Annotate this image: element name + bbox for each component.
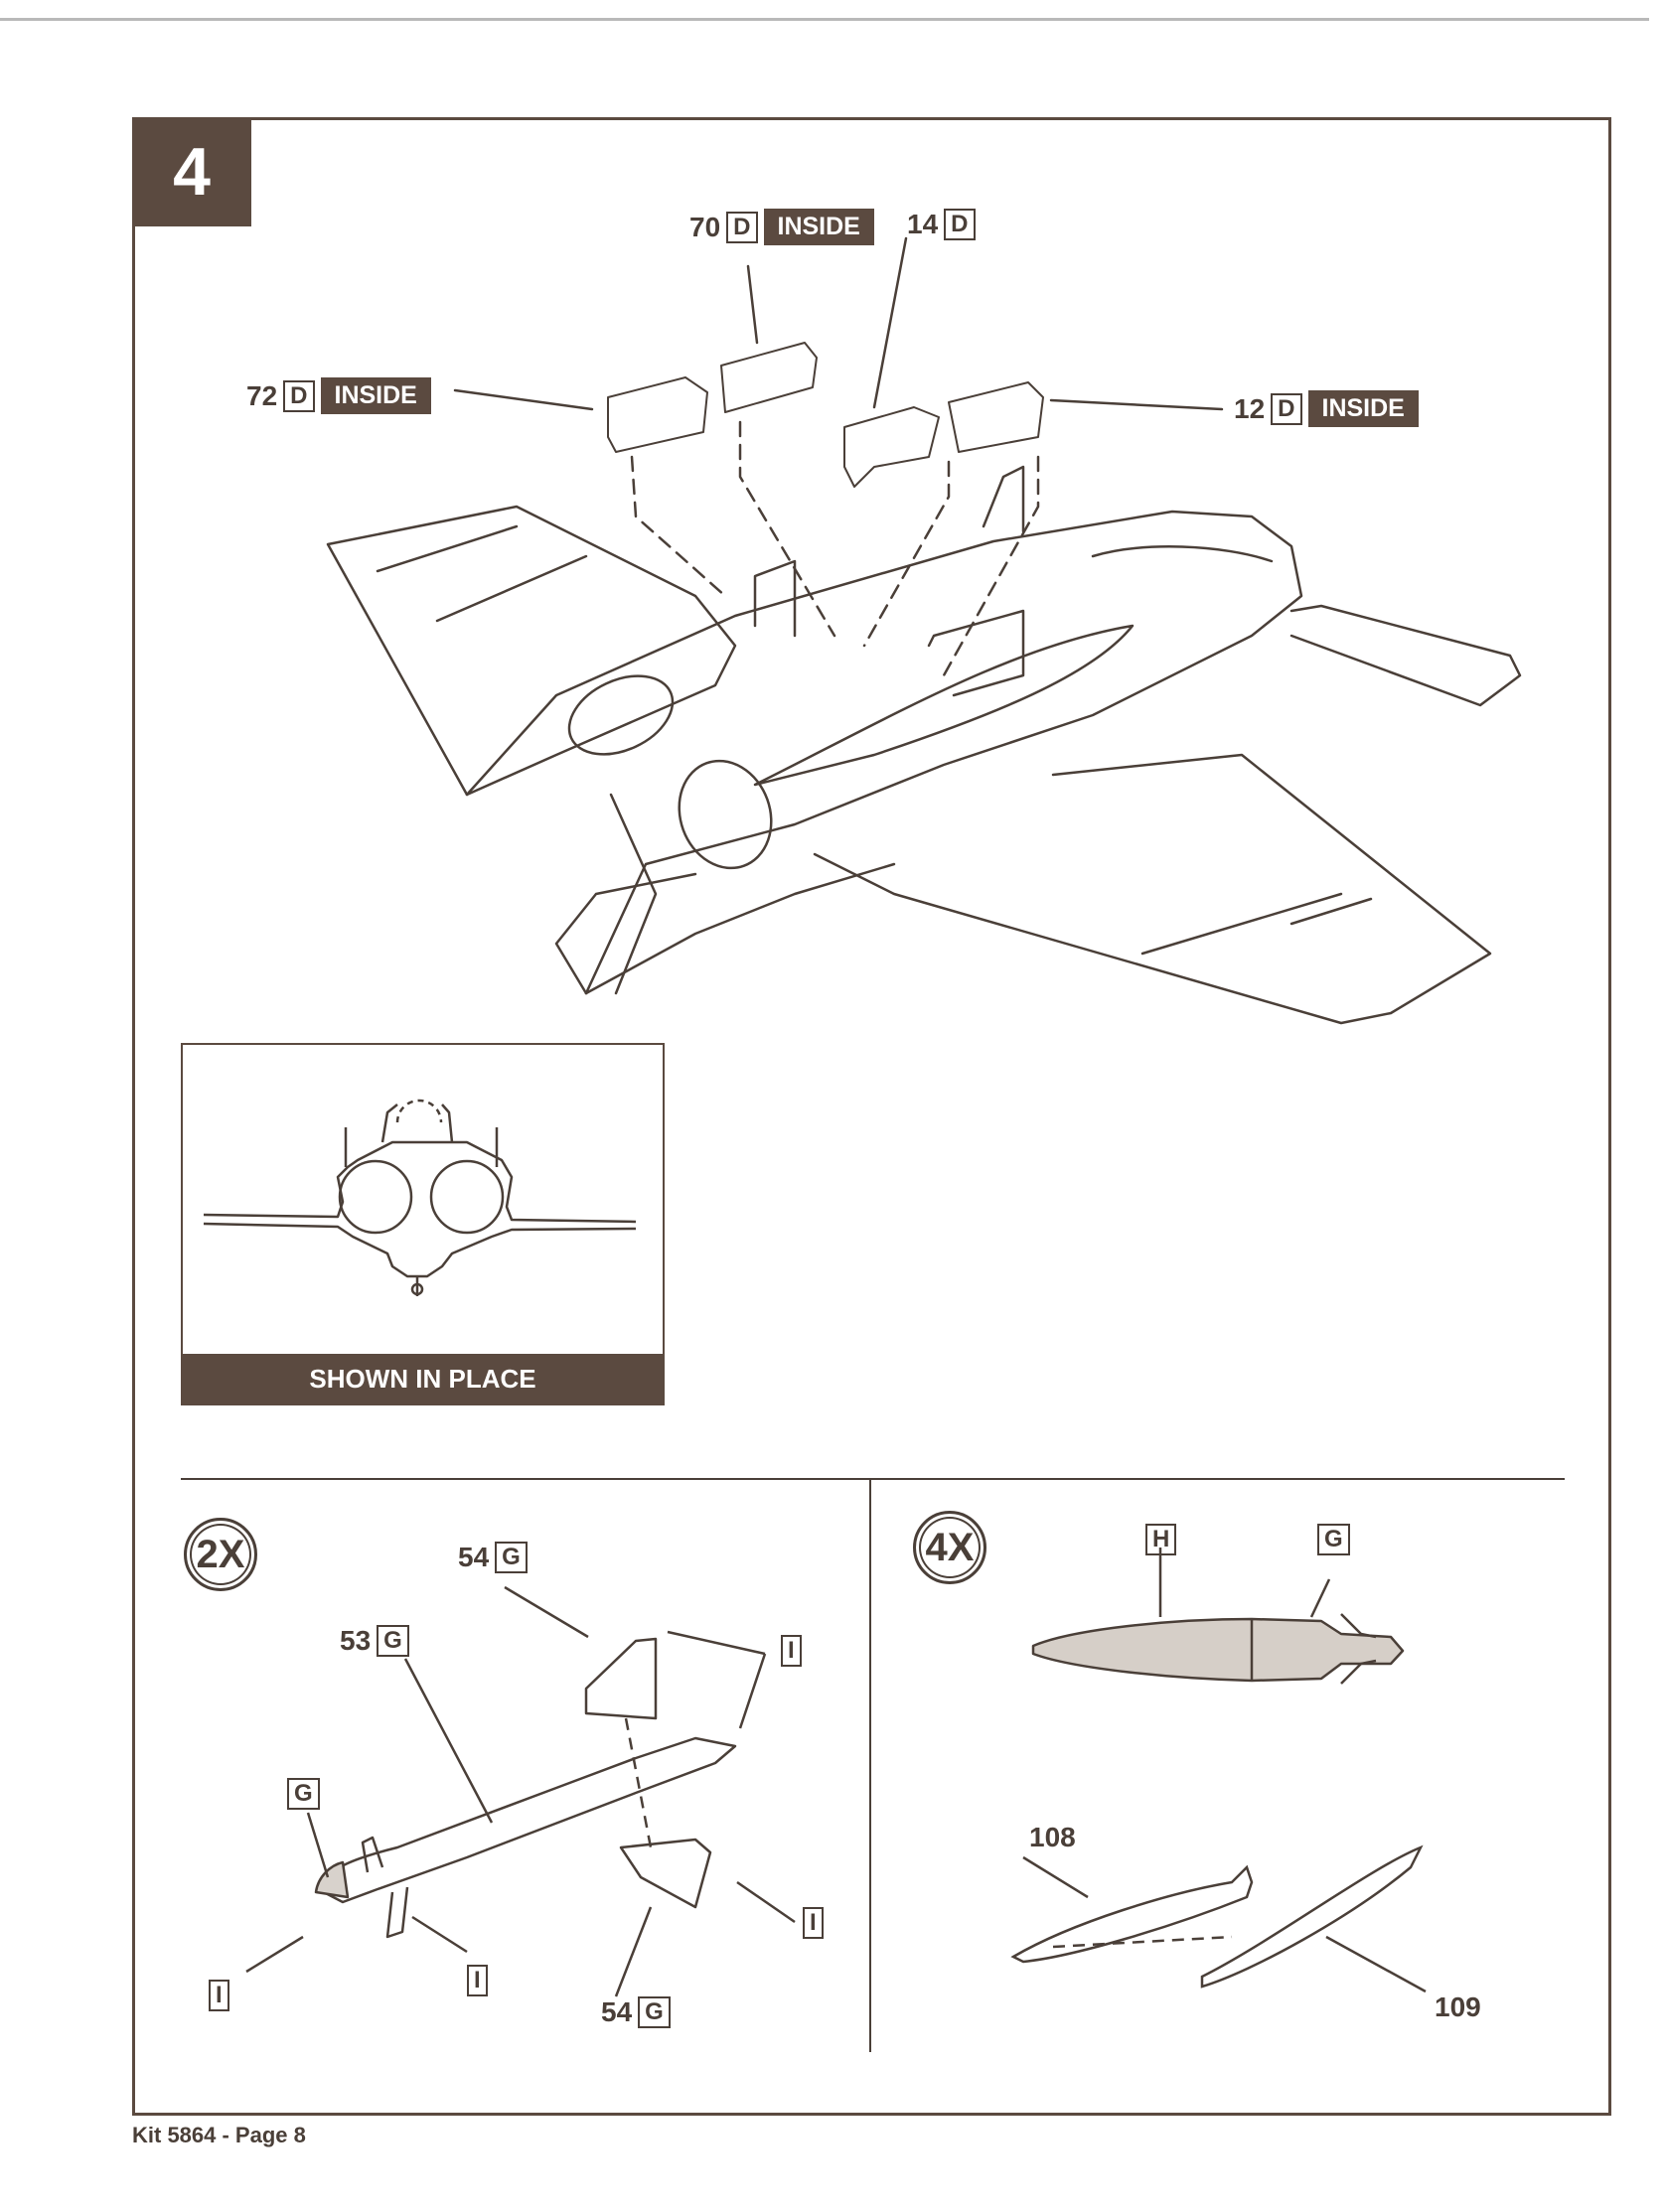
shown-in-place-inset: SHOWN IN PLACE (181, 1043, 665, 1405)
callout-sprue-i-left: I (209, 1980, 229, 2011)
inside-tag: INSIDE (1307, 390, 1419, 427)
callout-part-108: 108 (1029, 1822, 1076, 1852)
callout-sprue-g-bomb: G (1317, 1524, 1350, 1555)
sprue-letter: G (377, 1625, 409, 1657)
step-number: 4 (132, 117, 251, 226)
sprue-letter: D (283, 379, 315, 412)
part-number: 54 (601, 1996, 633, 2027)
callout-part-54-bottom: 54 G (601, 1996, 671, 2028)
callout-part-70: 70 D INSIDE (689, 209, 874, 245)
aircraft-drawing (326, 236, 1522, 1025)
inset-caption: SHOWN IN PLACE (183, 1354, 663, 1403)
part-number: 72 (246, 379, 278, 411)
part-number: 53 (340, 1625, 372, 1656)
part-number: 54 (458, 1542, 490, 1572)
callout-sprue-g: G (287, 1778, 320, 1810)
inside-tag: INSIDE (320, 377, 431, 414)
page-top-edge (0, 18, 1649, 21)
sprue-letter: G (495, 1542, 528, 1573)
callout-part-12: 12 D INSIDE (1234, 390, 1419, 427)
callout-sprue-i-mid: I (467, 1965, 488, 1996)
callout-part-54-top: 54 G (458, 1542, 528, 1573)
pod-drawing (1010, 1844, 1427, 1993)
part-number: 12 (1234, 392, 1266, 424)
instruction-frame (132, 117, 1611, 2116)
sprue-letter: H (1145, 1524, 1177, 1555)
sprue-letter: G (287, 1778, 320, 1810)
callout-part-53: 53 G (340, 1625, 409, 1657)
sprue-letter: D (944, 209, 976, 240)
sprue-letter: I (781, 1635, 802, 1667)
missile-drawing (245, 1585, 796, 1997)
callout-sprue-i-top: I (781, 1635, 802, 1667)
callout-part-14: 14 D (907, 209, 976, 240)
callout-sprue-h: H (1145, 1524, 1177, 1555)
part-number: 14 (907, 209, 939, 239)
callout-part-72: 72 D INSIDE (246, 377, 431, 414)
inset-front-view (203, 1099, 637, 1296)
sprue-letter: D (1271, 392, 1302, 425)
sprue-letter: I (209, 1980, 229, 2011)
sprue-letter: I (467, 1965, 488, 1996)
callout-part-109: 109 (1435, 1991, 1481, 2022)
quantity-4x-badge: 4X (913, 1511, 986, 1584)
inside-tag: INSIDE (763, 209, 874, 245)
page-footer: Kit 5864 - Page 8 (132, 2123, 306, 2147)
sprue-letter: I (803, 1907, 824, 1939)
part-number: 70 (689, 211, 721, 242)
callout-sprue-i-right: I (803, 1907, 824, 1939)
quantity-2x-badge: 2X (184, 1518, 257, 1591)
sprue-letter: D (726, 211, 758, 243)
sprue-letter: G (1317, 1524, 1350, 1555)
bomb-drawing (1031, 1548, 1405, 1685)
sprue-letter: G (638, 1996, 671, 2028)
